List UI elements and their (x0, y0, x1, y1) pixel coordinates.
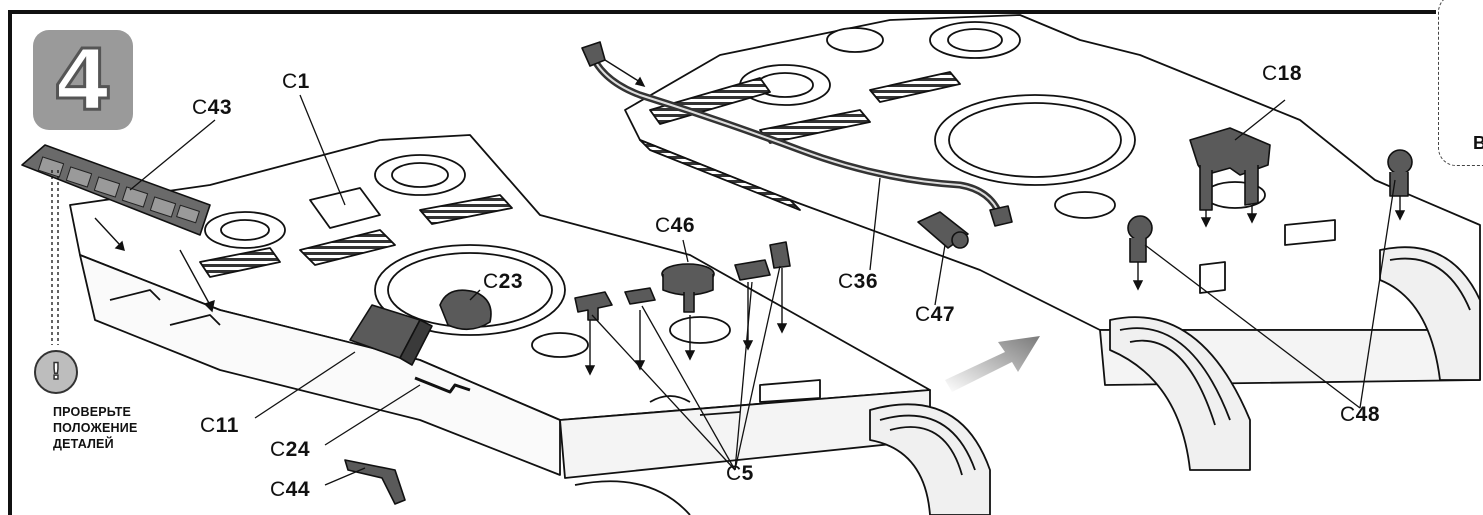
callout-c1: C1 (282, 70, 310, 93)
callout-c43: C43 (192, 96, 233, 119)
part-c43-track (21, 144, 211, 236)
callout-c11: C11 (200, 414, 239, 437)
callout-c48: C48 (1340, 403, 1381, 426)
parts (21, 41, 1413, 505)
callout-c44: C44 (270, 478, 311, 501)
callout-c46: C46 (655, 214, 696, 237)
detail-inset (1438, 0, 1483, 166)
step-number-badge: 4 (33, 30, 133, 130)
step-number: 4 (52, 31, 113, 129)
callout-c24: C24 (270, 438, 311, 461)
hull-left (69, 134, 991, 515)
part-c5 (574, 241, 791, 321)
frame-left-border (8, 10, 12, 515)
callout-c5: C5 (726, 462, 754, 485)
part-c24 (414, 376, 471, 394)
callout-c23: C23 (483, 270, 524, 293)
callout-c18: C18 (1262, 62, 1303, 85)
part-c48-a (1127, 215, 1153, 263)
warning-line: ПРОВЕРЬТЕ (53, 405, 132, 419)
warning-line: ДЕТАЛЕЙ (53, 437, 114, 451)
part-c18 (1189, 127, 1271, 211)
leader-lines (51, 94, 1396, 486)
part-c23 (439, 289, 492, 331)
warning-line: ПОЛОЖЕНИЕ (53, 421, 138, 435)
part-c44 (344, 459, 406, 505)
part-c47 (917, 211, 969, 249)
hull-right (624, 14, 1481, 471)
placement-arrows (94, 59, 1406, 376)
part-c46 (661, 263, 715, 313)
inset-letter: В (1473, 133, 1483, 153)
frame-top-border (8, 10, 1436, 14)
callout-c36: C36 (838, 270, 879, 293)
callout-c47: C47 (915, 303, 956, 326)
direction-arrow (945, 336, 1040, 392)
part-c11 (349, 304, 433, 366)
warning-icon: ! (34, 350, 78, 394)
part-c48-b (1387, 149, 1413, 197)
warning-text: ПРОВЕРЬТЕ ПОЛОЖЕНИЕ ДЕТАЛЕЙ (53, 404, 163, 452)
